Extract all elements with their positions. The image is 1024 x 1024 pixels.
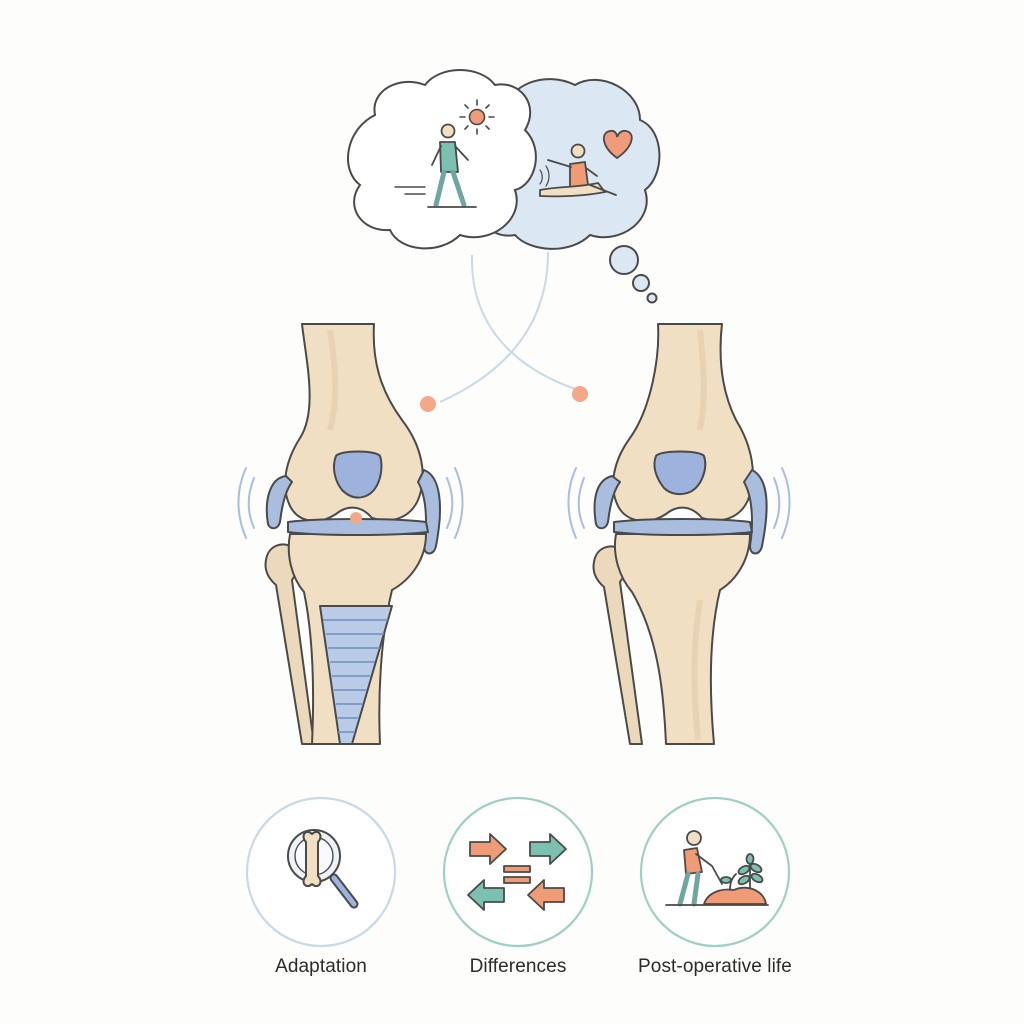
sun-icon xyxy=(459,99,495,135)
gardening-person-icon xyxy=(665,830,769,907)
magnifier-bone-icon xyxy=(287,829,359,909)
arrows-compare-icon xyxy=(467,833,567,911)
connector-dot-right xyxy=(572,386,588,402)
post-operative-life-label: Post-operative life xyxy=(638,956,792,977)
tibial-stem-implant xyxy=(319,605,393,745)
implant-knee xyxy=(237,323,464,745)
thought-bubble-walking xyxy=(347,69,537,250)
natural-knee xyxy=(567,323,791,745)
adaptation-icon-circle xyxy=(245,796,397,948)
differences-label: Differences xyxy=(469,956,567,977)
connector-dot-left xyxy=(420,396,436,412)
walking-person-icon xyxy=(394,123,477,208)
adaptation-label: Adaptation xyxy=(275,956,367,977)
connector-lines xyxy=(439,251,579,403)
differences-icon-circle xyxy=(442,796,594,948)
stretching-person-icon xyxy=(539,143,617,198)
heart-icon xyxy=(602,129,633,160)
post-operative-life-icon-circle xyxy=(639,796,791,948)
